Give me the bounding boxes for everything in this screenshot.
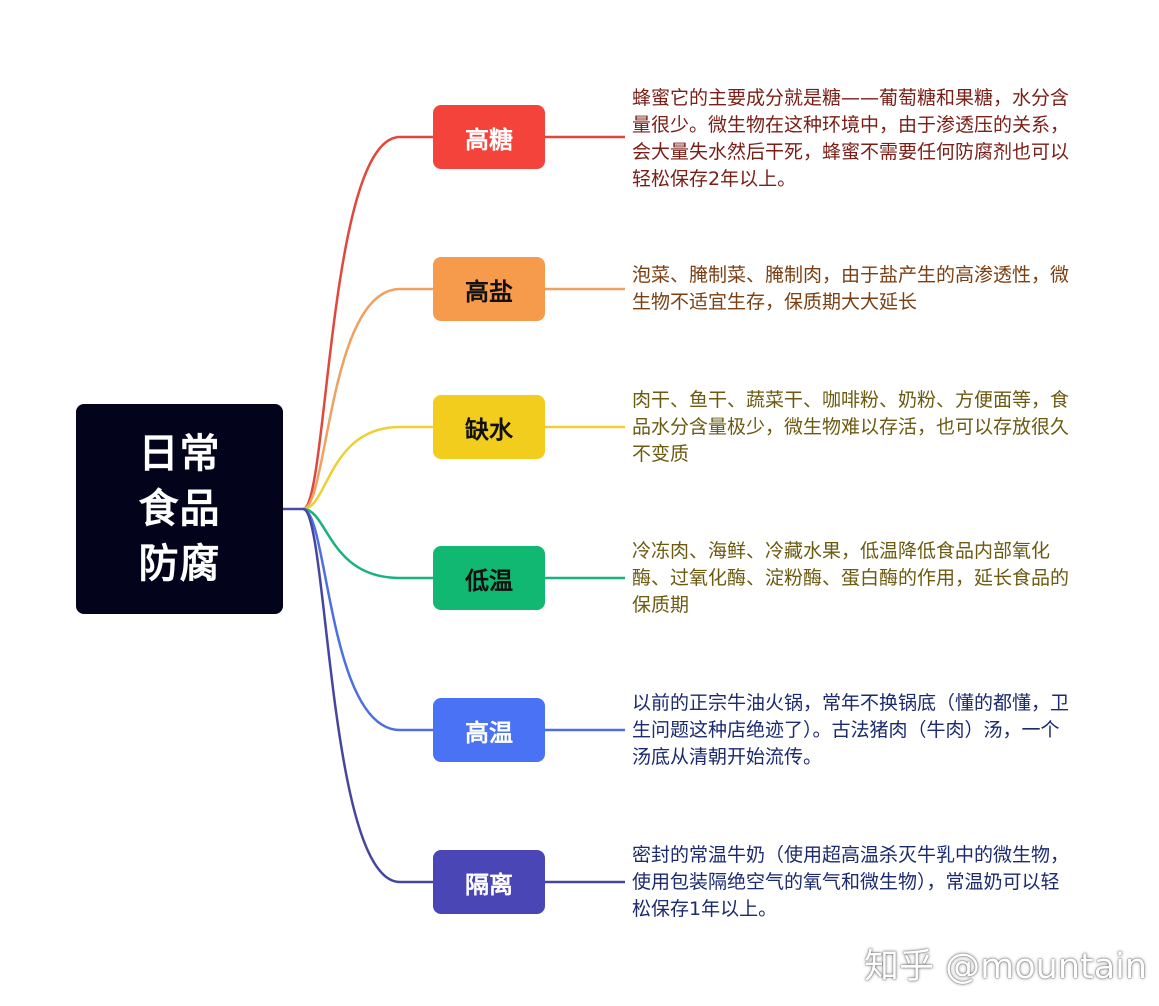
root-line-2: 食品 [138, 485, 221, 532]
branch-isolation: 隔离 [433, 850, 545, 914]
root-line-1: 日常 [138, 430, 221, 477]
connector-5 [302, 507, 433, 884]
desc-high-sugar: 蜂蜜它的主要成分就是糖——葡萄糖和果糖，水分含量很少。微生物在这种环境中，由于渗… [632, 87, 1070, 190]
branch-low-temperature: 低温 [433, 546, 545, 610]
branch-high-temperature: 高温 [433, 698, 545, 762]
branch-dehydration: 缺水 [433, 395, 545, 459]
desc-high-temperature: 以前的正宗牛油火锅，常年不换锅底（懂的都懂，卫生问题这种店绝迹了）。古法猪肉（牛… [632, 692, 1070, 768]
connector-1 [302, 287, 433, 511]
branch-high-sugar: 高糖 [433, 105, 545, 169]
connector-4 [302, 507, 433, 732]
desc-isolation: 密封的常温牛奶（使用超高温杀灭牛乳中的微生物，使用包装隔绝空气的氧气和微生物），… [632, 844, 1070, 920]
branch-high-salt: 高盐 [433, 257, 545, 321]
watermark: 知乎 @mountain [864, 947, 1148, 987]
desc-dehydration: 肉干、鱼干、蔬菜干、咖啡粉、奶粉、方便面等，食品水分含量极少，微生物难以存活，也… [632, 389, 1070, 465]
connector-0 [302, 135, 433, 511]
connector-2 [302, 425, 433, 511]
connector-3 [302, 507, 433, 580]
root-line-3: 防腐 [138, 540, 221, 587]
desc-high-salt: 泡菜、腌制菜、腌制肉，由于盐产生的高渗透性，微生物不适宜生存，保质期大大延长 [632, 264, 1070, 313]
root-node: 日常 食品 防腐 [76, 404, 283, 614]
desc-low-temperature: 冷冻肉、海鲜、冷藏水果，低温降低食品内部氧化酶、过氧化酶、淀粉酶、蛋白酶的作用，… [632, 540, 1070, 616]
